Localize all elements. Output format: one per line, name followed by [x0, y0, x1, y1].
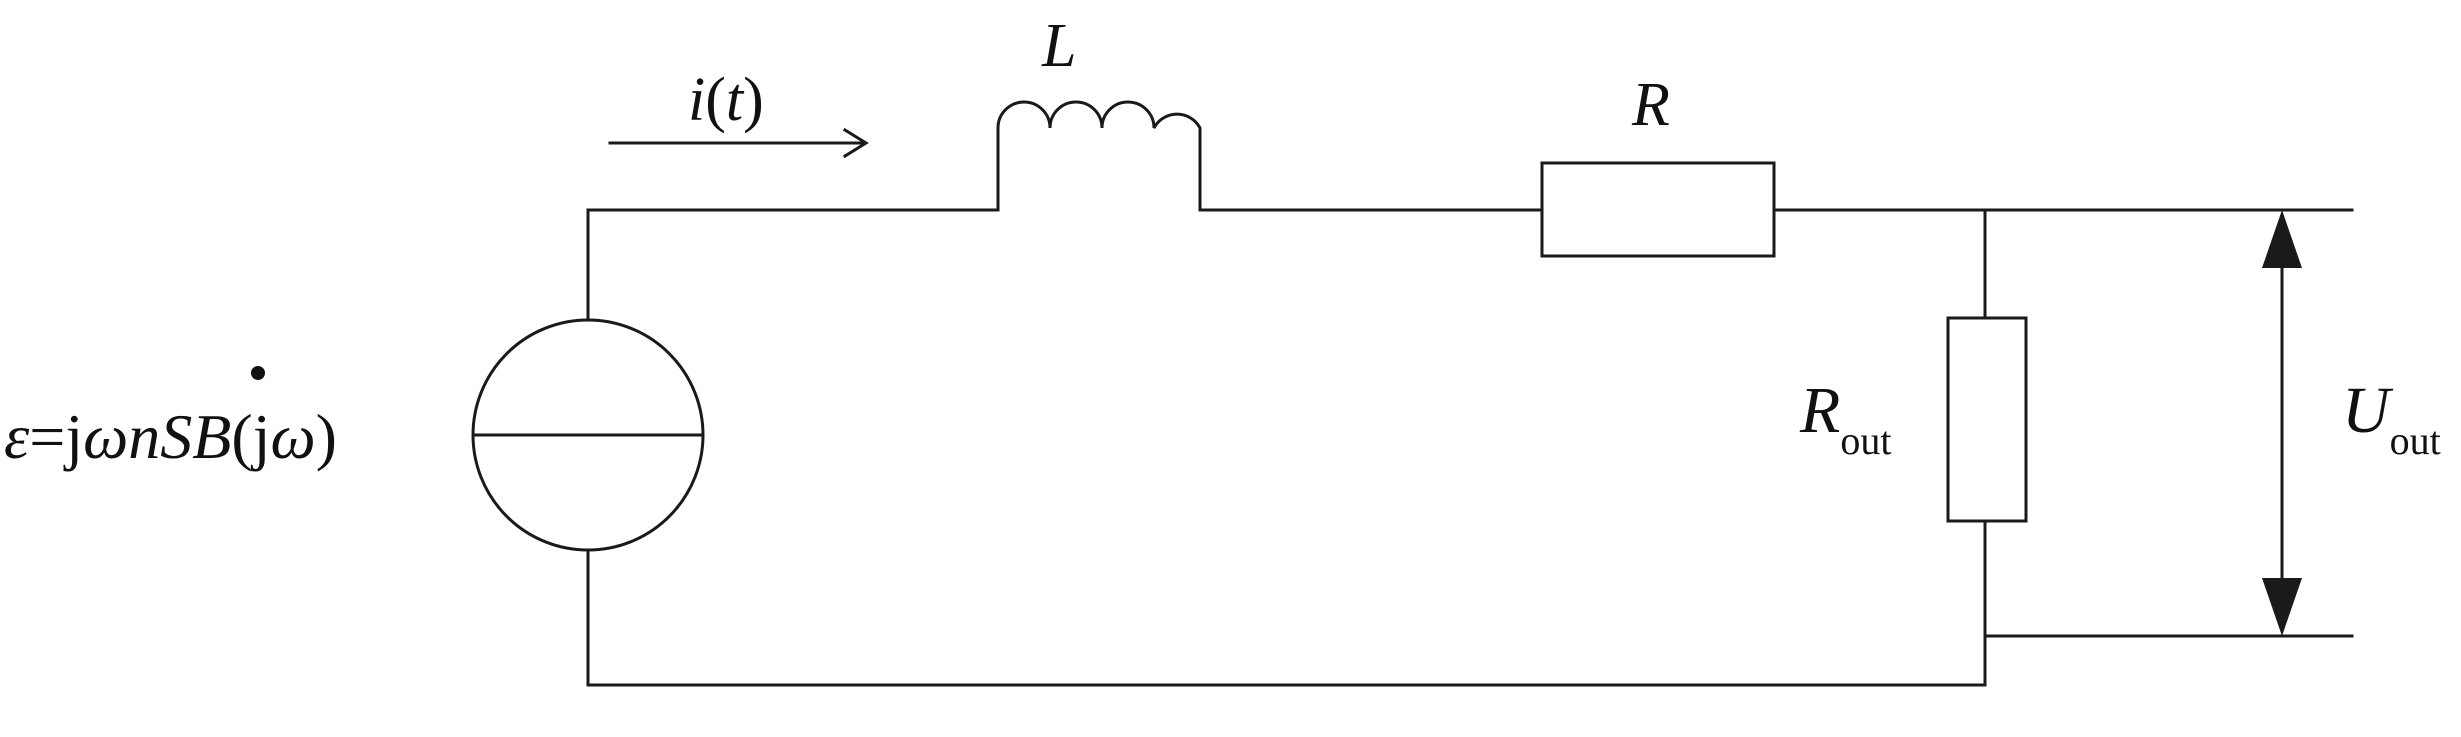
- resistor-rout: [1946, 316, 2028, 523]
- resistor-r: [1540, 161, 1776, 258]
- inductor-coil: [996, 100, 1202, 212]
- voltage-arrow-head-up: [2262, 210, 2302, 268]
- current-arrow-head: [842, 127, 869, 159]
- current-label: i(t): [688, 66, 764, 134]
- emf-equation-label: ε=jωnSB(jω): [4, 401, 337, 472]
- voltage-arrow-head-down: [2262, 578, 2302, 636]
- inductor-label: L: [1041, 12, 1076, 80]
- output-voltage-label: Uout: [2342, 374, 2441, 463]
- b-dot-mark: [251, 366, 265, 380]
- resistor-label: R: [1631, 71, 1670, 139]
- load-resistor-label: Rout: [1799, 374, 1891, 463]
